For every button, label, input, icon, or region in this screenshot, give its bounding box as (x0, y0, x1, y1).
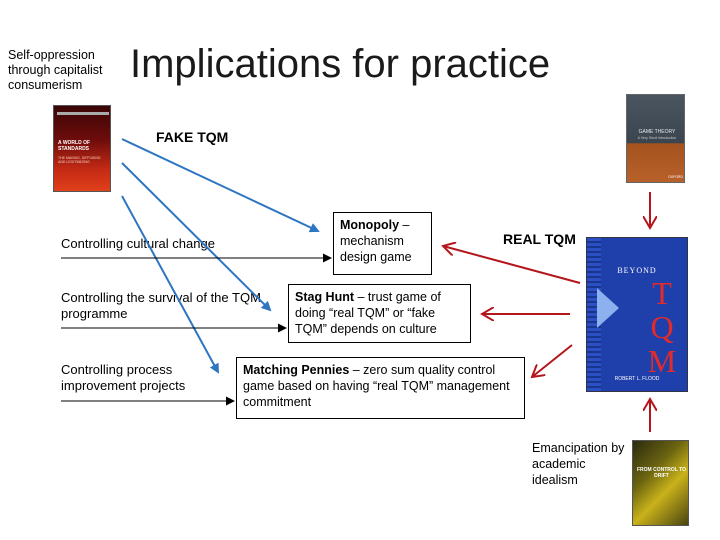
stag-hunt-title: Stag Hunt (295, 290, 355, 304)
monopoly-text: – mechanism design game (340, 218, 412, 264)
beyond-tqm-cover-author: ROBERT L. FLOOD (614, 376, 660, 382)
row-label-process-improvement: Controlling process improvement projects (61, 362, 186, 393)
beyond-tqm-book-cover: BEYOND TQM ROBERT L. FLOOD (586, 237, 688, 392)
standards-book-cover: A WORLD OF STANDARDS THE MAKING, DIFFUSI… (53, 105, 111, 192)
fake-tqm-label: FAKE TQM (156, 129, 229, 145)
monopoly-title: Monopoly (340, 218, 400, 232)
corner-note: Self-oppression through capitalist consu… (8, 48, 103, 92)
standards-cover-title: A WORLD OF STANDARDS (58, 140, 91, 152)
real-tqm-label: REAL TQM (503, 231, 576, 247)
stag-hunt-box: Stag Hunt – trust game of doing “real TQ… (288, 284, 471, 343)
game-theory-cover-publisher: OXFORD (668, 175, 683, 179)
blue-arrow-to-monopoly (121, 138, 320, 233)
matching-pennies-text: – zero sum quality control game based on… (243, 363, 510, 409)
matching-pennies-title: Matching Pennies (243, 363, 350, 377)
stag-hunt-text: – trust game of doing “real TQM” or “fak… (295, 290, 441, 336)
beyond-tqm-cover-letters: TQM (647, 275, 677, 379)
red-arrow-to-monopoly (443, 246, 581, 284)
row-label-tqm-survival: Controlling the survival of the TQM prog… (61, 290, 261, 321)
slide-title: Implications for practice (130, 42, 551, 86)
triangle-icon (597, 288, 619, 328)
blue-arrow-to-matching-pennies (121, 195, 219, 374)
beyond-tqm-cover-top: BEYOND (617, 266, 657, 275)
matching-pennies-box: Matching Pennies – zero sum quality cont… (236, 357, 525, 419)
cover-band (57, 112, 109, 115)
game-theory-cover-subtitle: A Very Short Introduction (637, 136, 677, 140)
game-theory-book-cover: GAME THEORY A Very Short Introduction OX… (626, 94, 685, 183)
cover-stripes (587, 238, 601, 391)
row-label-cultural-change: Controlling cultural change (61, 236, 215, 251)
standards-cover-subtitle: THE MAKING, DIFFUSING AND LEGITIMIZING (58, 156, 101, 164)
game-theory-cover-title: GAME THEORY (638, 129, 676, 135)
red-arrow-to-matching-pennies (532, 344, 573, 377)
bottom-note: Emancipation by academic idealism (532, 441, 625, 487)
control-drift-book-cover: FROM CONTROL TO DRIFT (632, 440, 689, 526)
blue-arrow-to-stag-hunt (121, 162, 272, 312)
monopoly-box: Monopoly – mechanism design game (333, 212, 432, 275)
control-drift-cover-title: FROM CONTROL TO DRIFT (637, 467, 686, 479)
